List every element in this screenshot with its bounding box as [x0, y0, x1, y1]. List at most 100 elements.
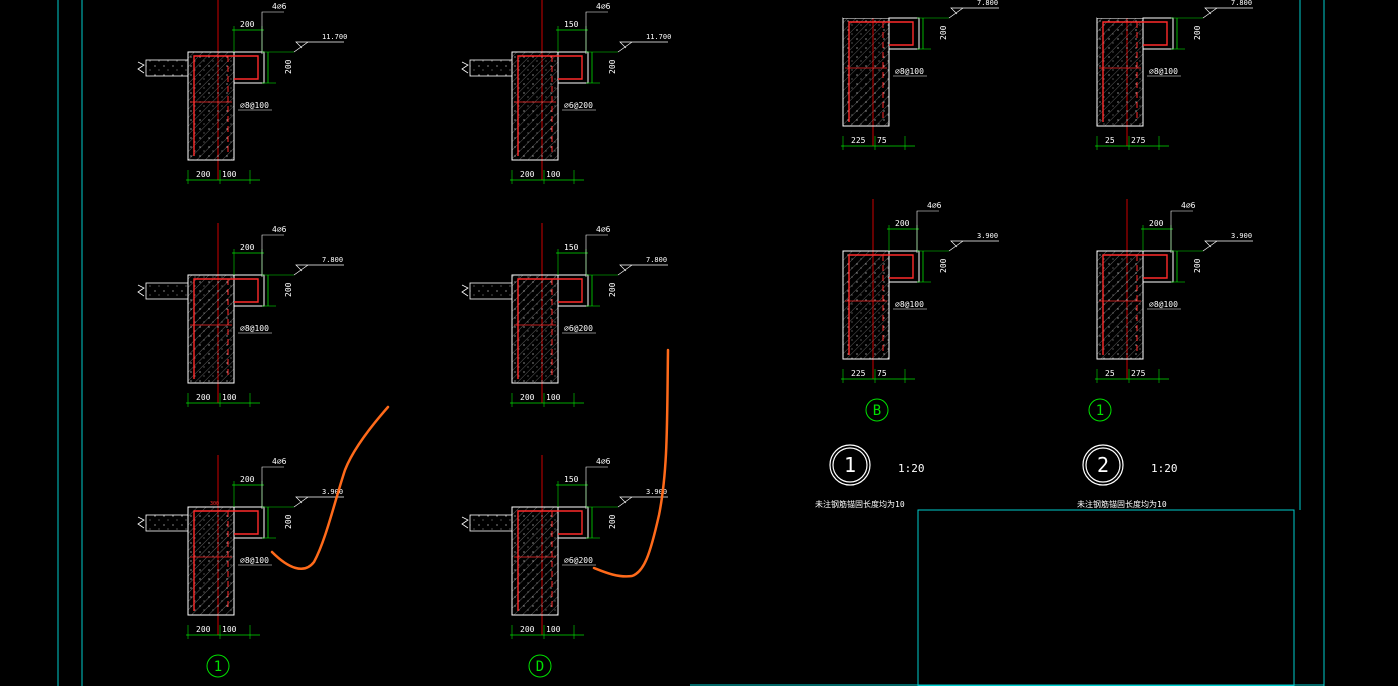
- dim-side-text: 200: [608, 514, 617, 529]
- concrete-texture: [1097, 251, 1143, 359]
- concrete-texture: [188, 52, 234, 160]
- dim-bottom-right: 100: [546, 625, 561, 634]
- elevation-text: 11.700: [646, 33, 671, 41]
- dim-side-text: 200: [939, 25, 948, 40]
- dim-bottom-right: 100: [222, 393, 237, 402]
- concrete-texture: [188, 507, 234, 615]
- rebar-stirrup: [517, 55, 583, 156]
- floor-slab: [469, 282, 513, 300]
- stirrup-label: ⌀8@100: [1149, 67, 1178, 76]
- dim-side-text: 200: [1193, 25, 1202, 40]
- svg-text:B: B: [873, 403, 881, 419]
- elevation-text: 3.900: [322, 488, 343, 496]
- axis-bubble-col1: 1: [206, 654, 230, 678]
- dim-top-text: 150: [564, 475, 579, 484]
- axis-bubble-col2: D: [528, 654, 552, 678]
- dim-top-text: 200: [1149, 219, 1164, 228]
- axis-bubble-col3: B: [865, 398, 889, 422]
- dim-top-text: 200: [240, 243, 255, 252]
- elevation-text: 11.700: [322, 33, 347, 41]
- ledge: [888, 250, 920, 283]
- dim-bottom-left: 200: [196, 170, 211, 179]
- section-mark-2: 2 1:20 未注钢筋锚固长度均为10: [1077, 444, 1178, 509]
- concrete-texture: [843, 251, 889, 359]
- dim-bottom-left: 25: [1105, 369, 1115, 378]
- svg-text:未注钢筋锚固长度均为10: 未注钢筋锚固长度均为10: [1077, 499, 1167, 509]
- dim-side-text: 200: [608, 282, 617, 297]
- dim-side-text: 200: [284, 282, 293, 297]
- break-line: [461, 284, 469, 297]
- dim-bottom-right: 100: [546, 170, 561, 179]
- dim-bottom-left: 200: [520, 393, 535, 402]
- ledge: [557, 506, 589, 539]
- bar-leader: [261, 234, 284, 277]
- elevation-text: 7.800: [977, 0, 998, 7]
- dim-side-text: 200: [284, 59, 293, 74]
- dim-side-text: 200: [1193, 258, 1202, 273]
- floor-slab: [469, 59, 513, 77]
- stirrup-label: ⌀8@100: [240, 556, 269, 565]
- bar-label: 4⌀6: [272, 2, 287, 11]
- floor-slab: [469, 514, 513, 532]
- concrete-texture: [512, 275, 558, 383]
- dim-bottom-right: 75: [877, 136, 887, 145]
- dim-bottom-left: 200: [520, 625, 535, 634]
- ledge: [888, 17, 920, 50]
- dim-bottom-left: 225: [851, 136, 866, 145]
- break-line: [137, 516, 145, 529]
- elevation-text: 7.800: [1231, 0, 1252, 7]
- dim-top-text: 150: [564, 20, 579, 29]
- dim-side-text: 200: [608, 59, 617, 74]
- dim-top-text: 200: [240, 475, 255, 484]
- dim-bottom-left: 200: [196, 625, 211, 634]
- dim-bottom-left: 200: [196, 393, 211, 402]
- stirrup-label: ⌀6@200: [564, 556, 593, 565]
- bar-leader: [261, 11, 284, 54]
- dim-side-text: 200: [939, 258, 948, 273]
- bar-leader: [585, 466, 608, 509]
- stirrup-label: ⌀8@100: [895, 300, 924, 309]
- svg-text:未注钢筋锚固长度均为10: 未注钢筋锚固长度均为10: [815, 499, 905, 509]
- floor-slab: [145, 59, 189, 77]
- ledge: [233, 274, 265, 307]
- dim-side-text: 200: [284, 514, 293, 529]
- stirrup-label: ⌀6@200: [564, 101, 593, 110]
- small-dim-text: 300: [210, 501, 219, 507]
- svg-text:2: 2: [1097, 453, 1109, 477]
- concrete-texture: [843, 18, 889, 126]
- dim-top-text: 200: [240, 20, 255, 29]
- ledge: [233, 51, 265, 84]
- stirrup-label: ⌀8@100: [240, 101, 269, 110]
- rebar-stirrup: [517, 510, 583, 611]
- stirrup-label: ⌀6@200: [564, 324, 593, 333]
- ledge: [557, 51, 589, 84]
- section-mark-1: 1 1:20 未注钢筋锚固长度均为10: [815, 444, 925, 509]
- stirrup-label: ⌀8@100: [240, 324, 269, 333]
- dim-top-text: 150: [564, 243, 579, 252]
- rebar-stirrup: [193, 278, 259, 379]
- stirrup-label: ⌀8@100: [1149, 300, 1178, 309]
- drawing-frame: [57, 0, 1325, 686]
- bar-leader: [585, 234, 608, 277]
- elevation-text: 3.900: [977, 232, 998, 240]
- ledge: [1142, 250, 1174, 283]
- rebar-stirrup: [1102, 21, 1168, 122]
- bar-label: 4⌀6: [272, 457, 287, 466]
- annotation-stroke-1: [270, 405, 390, 571]
- ledge: [557, 274, 589, 307]
- bar-leader: [1170, 210, 1193, 253]
- dim-bottom-right: 100: [546, 393, 561, 402]
- elevation-mark: [1202, 7, 1253, 19]
- elevation-mark: [617, 41, 668, 53]
- floor-slab: [145, 282, 189, 300]
- elevation-mark: [617, 264, 668, 276]
- concrete-texture: [188, 275, 234, 383]
- dim-bottom-left: 200: [520, 170, 535, 179]
- bar-leader: [261, 466, 284, 509]
- concrete-texture: [512, 507, 558, 615]
